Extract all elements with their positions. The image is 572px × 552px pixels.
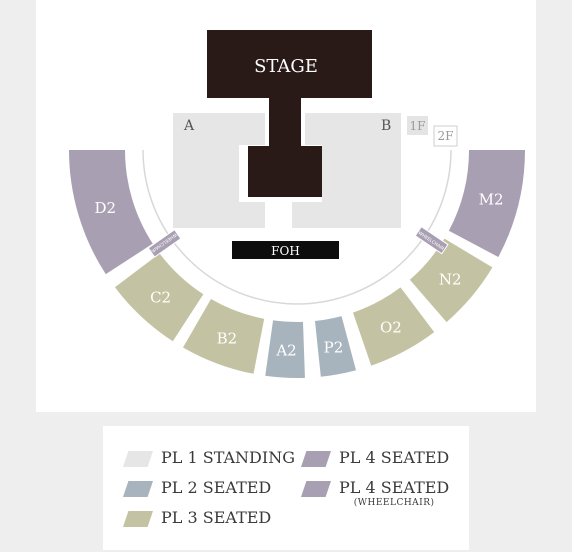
legend-label-pl4-wheelchair: PL 4 SEATED (WHEELCHAIR)	[339, 478, 449, 508]
section-label-a2: A2	[275, 342, 296, 360]
section-a2[interactable]	[265, 320, 305, 379]
legend: PL 1 STANDING PL 2 SEATED PL 3 SEATED PL…	[103, 426, 469, 550]
section-label-n2: N2	[439, 271, 462, 289]
section-label-d2: D2	[94, 199, 116, 217]
legend-label-pl2: PL 2 SEATED	[161, 478, 272, 497]
legend-label-pl4-wheelchair-sub: (WHEELCHAIR)	[353, 498, 435, 508]
section-label-c2: C2	[150, 288, 171, 306]
floor-1f-tag	[407, 116, 428, 135]
foh-booth	[232, 241, 339, 259]
wheelchair-bay-box-right	[414, 225, 449, 255]
section-m2[interactable]	[448, 150, 525, 258]
foh-label: FOH	[271, 244, 300, 258]
section-c2[interactable]	[114, 253, 204, 342]
legend-label-pl4-wheelchair-main: PL 4 SEATED	[339, 478, 450, 497]
wheelchair-bay-right[interactable]: WHEELCHAIR	[414, 225, 449, 255]
legend-swatch-pl4-wheelchair	[301, 481, 331, 497]
wheelchair-bay-left[interactable]: WHEELCHAIR	[147, 228, 182, 258]
section-p2[interactable]	[314, 316, 357, 377]
legend-item-pl3: PL 3 SEATED	[123, 508, 271, 528]
section-label-b2: B2	[217, 329, 238, 347]
floor-arc-outline	[142, 149, 452, 305]
section-b2[interactable]	[183, 298, 265, 374]
standing-area-b[interactable]	[292, 113, 401, 228]
legend-item-pl1: PL 1 STANDING	[123, 448, 295, 468]
section-d2[interactable]	[69, 150, 153, 275]
legend-label-pl1: PL 1 STANDING	[161, 448, 295, 467]
standing-area-a[interactable]	[173, 113, 265, 228]
legend-label-pl3: PL 3 SEATED	[161, 508, 272, 527]
wheelchair-bay-box-left	[147, 228, 182, 258]
floor-2f-tag	[433, 125, 458, 147]
legend-item-pl2: PL 2 SEATED	[123, 478, 271, 498]
legend-swatch-pl3	[123, 511, 153, 527]
legend-swatch-pl4	[301, 451, 331, 467]
standing-area-b-label: B	[381, 118, 391, 134]
stage	[207, 30, 372, 197]
legend-label-pl4: PL 4 SEATED	[339, 448, 450, 467]
section-n2[interactable]	[409, 238, 493, 323]
section-label-p2: P2	[324, 339, 344, 357]
section-o2[interactable]	[352, 287, 435, 366]
legend-item-pl4: PL 4 SEATED	[301, 448, 449, 468]
legend-swatch-pl2	[123, 481, 153, 497]
legend-swatch-pl1	[123, 451, 153, 467]
standing-area-a-label: A	[183, 118, 195, 134]
section-label-m2: M2	[479, 190, 504, 208]
stage-label: STAGE	[254, 56, 318, 77]
floor-1f-label: 1F	[410, 119, 426, 133]
floor-2f-label: 2F	[438, 129, 454, 143]
section-label-o2: O2	[380, 319, 402, 337]
legend-item-pl4-wheelchair: PL 4 SEATED (WHEELCHAIR)	[301, 478, 449, 508]
